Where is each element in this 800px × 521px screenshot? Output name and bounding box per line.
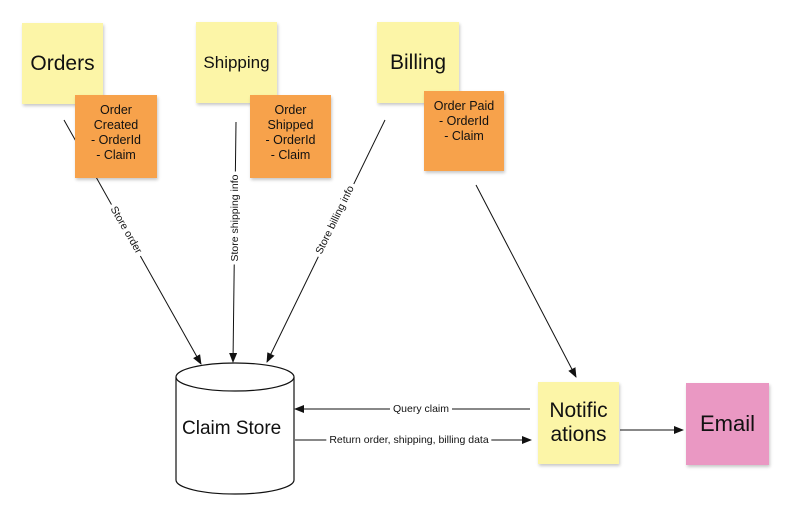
note-notifications: Notific ations xyxy=(538,382,619,464)
note-order-created: Order Created - OrderId - Claim xyxy=(75,95,157,178)
edge-label-return-data: Return order, shipping, billing data xyxy=(326,434,492,446)
note-shipping: Shipping xyxy=(196,22,277,103)
edge-label-query-claim: Query claim xyxy=(389,403,453,415)
note-order-paid: Order Paid - OrderId - Claim xyxy=(424,91,504,171)
edge-label-store-shipping: Store shipping info xyxy=(229,171,241,265)
note-billing: Billing xyxy=(377,22,459,103)
note-email: Email xyxy=(686,383,769,465)
claim-store-label: Claim Store xyxy=(182,418,282,439)
note-order-shipped: Order Shipped - OrderId - Claim xyxy=(250,95,331,178)
edge-order-paid-to-notifications xyxy=(475,184,577,378)
note-orders: Orders xyxy=(22,23,103,104)
claim-store-cylinder xyxy=(175,362,295,495)
